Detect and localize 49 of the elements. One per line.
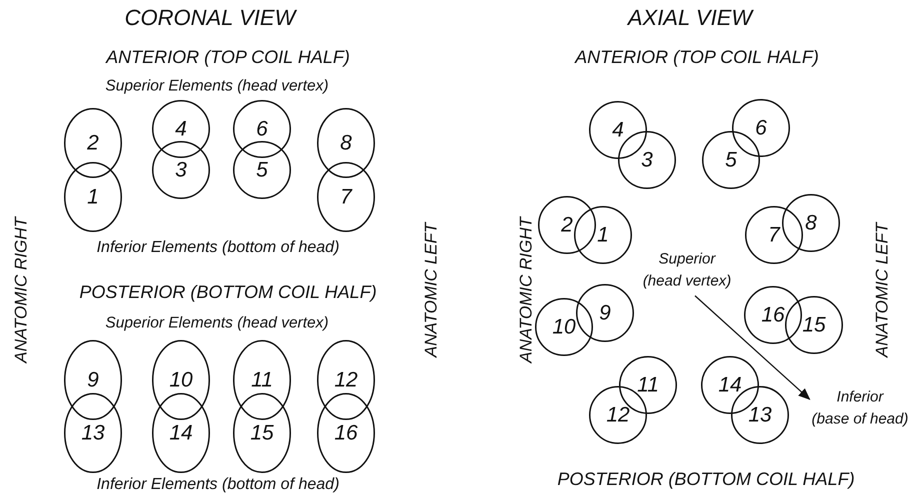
element-number: 1 bbox=[597, 224, 609, 246]
direction-label: Superior (head vertex) bbox=[642, 248, 732, 292]
element-number: 15 bbox=[250, 422, 274, 444]
element-number: 10 bbox=[169, 370, 193, 390]
orientation-label: ANTERIOR (TOP COIL HALF) bbox=[106, 48, 350, 68]
element-number: 1 bbox=[87, 186, 99, 208]
orientation-label: POSTERIOR (BOTTOM COIL HALF) bbox=[79, 283, 377, 303]
element-number: 8 bbox=[805, 212, 817, 234]
element-number: 5 bbox=[256, 160, 268, 180]
orientation-label: ANTERIOR (TOP COIL HALF) bbox=[575, 48, 819, 68]
element-number: 12 bbox=[334, 370, 358, 390]
element-number: 4 bbox=[612, 120, 624, 140]
side-label: ANATOMIC LEFT bbox=[422, 222, 442, 358]
view-heading: CORONAL VIEW bbox=[124, 6, 296, 30]
element-number: 16 bbox=[761, 304, 785, 326]
direction-label: Inferior (base of head) bbox=[812, 386, 908, 430]
side-label: ANATOMIC RIGHT bbox=[12, 217, 32, 363]
element-number: 7 bbox=[340, 186, 352, 208]
element-number: 9 bbox=[87, 370, 99, 390]
element-number: 4 bbox=[175, 118, 187, 140]
element-number: 6 bbox=[755, 118, 767, 138]
element-number: 12 bbox=[606, 404, 630, 426]
element-number: 11 bbox=[251, 370, 273, 390]
element-number: 13 bbox=[748, 404, 772, 426]
element-number: 9 bbox=[599, 302, 611, 324]
row-label: Superior Elements (head vertex) bbox=[105, 77, 329, 95]
row-label: Inferior Elements (bottom of head) bbox=[96, 239, 340, 257]
row-label: Superior Elements (head vertex) bbox=[105, 314, 329, 332]
view-heading: AXIAL VIEW bbox=[628, 6, 752, 30]
element-number: 7 bbox=[768, 224, 780, 246]
element-number: 8 bbox=[340, 132, 352, 154]
element-number: 2 bbox=[87, 132, 99, 154]
element-number: 3 bbox=[641, 150, 653, 170]
element-number: 3 bbox=[175, 160, 187, 180]
arrow bbox=[694, 295, 810, 400]
element-number: 11 bbox=[637, 374, 659, 396]
side-label: ANATOMIC RIGHT bbox=[518, 217, 536, 363]
element-number: 6 bbox=[256, 118, 268, 140]
element-number: 2 bbox=[561, 214, 573, 236]
row-label: Inferior Elements (bottom of head) bbox=[96, 476, 340, 494]
side-label: ANATOMIC LEFT bbox=[874, 222, 892, 358]
element-number: 16 bbox=[334, 422, 358, 444]
element-number: 14 bbox=[718, 374, 742, 396]
element-number: 14 bbox=[169, 422, 193, 444]
element-number: 15 bbox=[802, 314, 826, 336]
element-number: 10 bbox=[552, 316, 576, 338]
element-number: 13 bbox=[81, 422, 105, 444]
element-number: 5 bbox=[725, 150, 737, 170]
orientation-label: POSTERIOR (BOTTOM COIL HALF) bbox=[557, 470, 855, 490]
